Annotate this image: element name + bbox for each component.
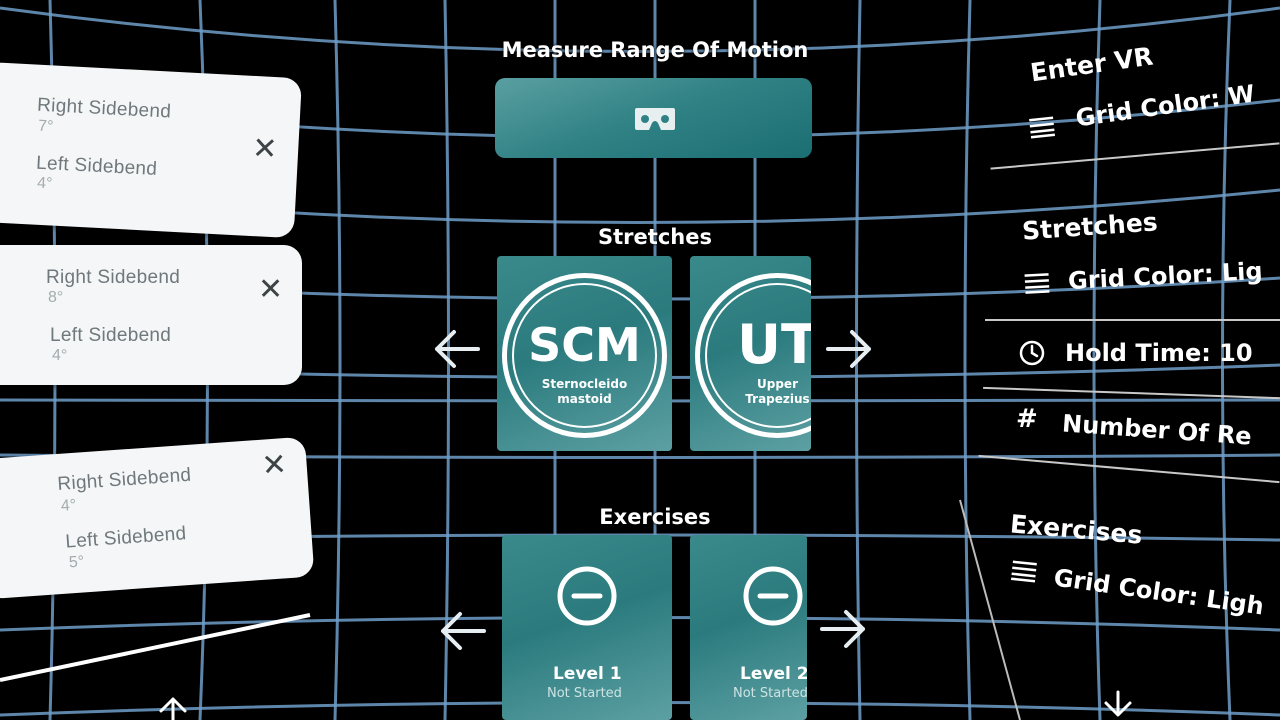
- list-icon: [1024, 273, 1050, 294]
- exercise-level: Level 1: [553, 664, 622, 684]
- stretch-abbr: UT: [737, 313, 811, 376]
- history-card: Right Sidebend 4° Left Sidebend 5° ✕: [0, 436, 315, 600]
- history-second-label: Left Sidebend: [64, 523, 188, 553]
- stretch-abbr: SCM: [528, 318, 641, 372]
- divider: [985, 319, 1280, 321]
- history-first-label: Right Sidebend: [46, 267, 181, 288]
- history-first-value: 8°: [48, 289, 64, 306]
- stretch-tile-ut[interactable]: UT Upper Trapezius: [690, 256, 811, 451]
- history-second-label: Left Sidebend: [50, 325, 172, 346]
- history-card: Right Sidebend 8° Left Sidebend 4° ✕: [0, 245, 302, 385]
- stretches-title: Stretches: [598, 225, 712, 249]
- arrow-down-icon[interactable]: [1100, 690, 1136, 720]
- exercise-tile-level-1[interactable]: Level 1 Not Started: [502, 535, 672, 720]
- enter-vr-button[interactable]: [495, 78, 812, 158]
- stretch-name-line1: Sternocleido: [541, 377, 628, 391]
- close-icon[interactable]: ✕: [258, 273, 284, 306]
- minus-circle-icon: [557, 566, 617, 626]
- exercise-tile-level-2[interactable]: Level 2 Not Started: [690, 535, 807, 720]
- history-second-value: 4°: [52, 347, 68, 364]
- arrow-right-icon[interactable]: [824, 328, 874, 370]
- measure-range-title: Measure Range Of Motion: [501, 38, 809, 62]
- history-first-label: Right Sidebend: [36, 94, 172, 123]
- stretch-name-line1: Upper: [757, 377, 798, 391]
- vr-headset-icon: [635, 108, 675, 130]
- stretch-name-line2: mastoid: [557, 392, 612, 406]
- stretch-name-line2: Trapezius: [745, 392, 810, 406]
- arrow-right-icon[interactable]: [818, 608, 868, 650]
- exercise-status: Not Started: [733, 686, 807, 701]
- exercise-level: Level 2: [740, 664, 807, 684]
- arrow-left-icon[interactable]: [432, 328, 482, 370]
- stretch-tile-scm[interactable]: SCM Sternocleido mastoid: [497, 256, 672, 451]
- exercise-status: Not Started: [547, 686, 622, 701]
- arrow-left-icon[interactable]: [438, 610, 488, 652]
- list-icon: [1029, 116, 1056, 139]
- history-second-label: Left Sidebend: [35, 152, 158, 180]
- clock-icon: [1019, 340, 1045, 366]
- close-icon[interactable]: ✕: [251, 131, 279, 167]
- exercises-title: Exercises: [599, 505, 711, 529]
- arrow-up-icon[interactable]: [155, 695, 191, 720]
- close-icon[interactable]: ✕: [260, 448, 288, 483]
- history-first-value: 4°: [60, 496, 77, 515]
- hash-icon: #: [1016, 404, 1038, 434]
- history-first-value: 7°: [37, 117, 54, 136]
- history-first-label: Right Sidebend: [56, 464, 192, 495]
- stretches-hold-time[interactable]: Hold Time: 10: [1065, 339, 1253, 367]
- minus-circle-icon: [743, 566, 803, 626]
- history-second-value: 4°: [36, 174, 53, 193]
- list-icon: [1010, 560, 1037, 583]
- history-card: Right Sidebend 7° Left Sidebend 4° ✕: [0, 61, 302, 239]
- history-second-value: 5°: [68, 553, 85, 572]
